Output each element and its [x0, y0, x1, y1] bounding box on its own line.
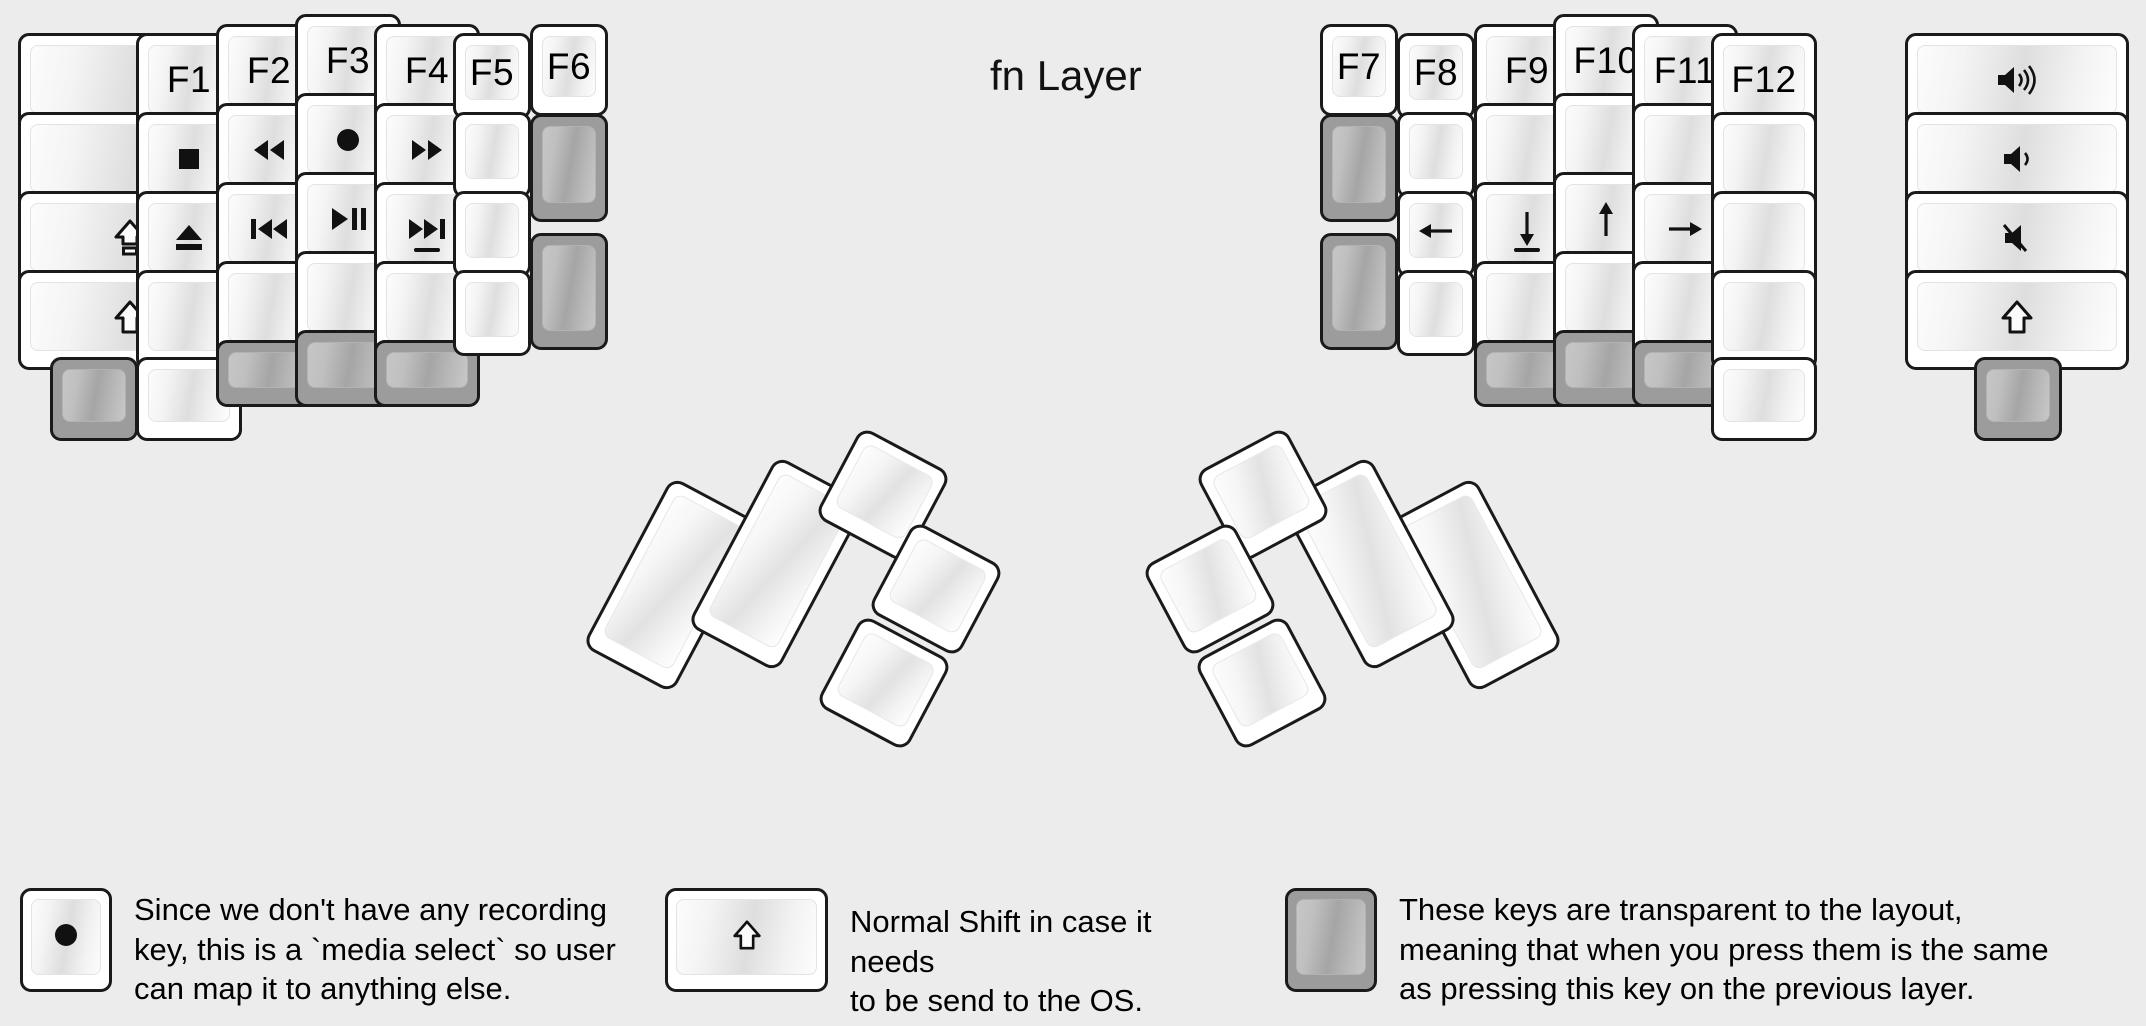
shift-icon: [732, 918, 762, 956]
keycap-surface: [386, 352, 468, 388]
keycap-surface: [1332, 245, 1386, 331]
arrow-up-icon: [1593, 199, 1619, 239]
keycap-surface: [1409, 124, 1463, 179]
note-media-select: Since we don't have any recording key, t…: [20, 888, 660, 1009]
keycap-surface: [1332, 126, 1386, 203]
media-play-pause-icon: [328, 205, 368, 233]
note-text: Since we don't have any recording key, t…: [134, 892, 616, 1007]
keycap-surface: [1409, 203, 1463, 258]
key-sublegend-underscore: [414, 248, 440, 252]
volume-up-icon: [1994, 63, 2040, 97]
keycap-surface: [676, 899, 817, 975]
right-key-r2c5[interactable]: [1711, 112, 1817, 212]
left-key-r4c5[interactable]: [453, 270, 531, 356]
key-legend: F8: [1413, 52, 1459, 93]
key-legend: F12: [1731, 59, 1797, 100]
media-rewind-icon: [250, 137, 288, 163]
note-text: Normal Shift in case it needs to be send…: [850, 904, 1152, 1019]
left-key-r2c5[interactable]: [453, 112, 531, 198]
media-fast-forward-icon: [408, 137, 446, 163]
key-legend: F1: [166, 59, 212, 100]
key-legend: F4: [404, 50, 450, 91]
right-key-r4c5[interactable]: [1711, 270, 1817, 370]
keycap-surface: F12: [1723, 45, 1805, 114]
keycap-surface: [1296, 899, 1366, 975]
keycap-surface: [1986, 369, 2050, 422]
keycap-surface: [1917, 124, 2117, 193]
left-key-r5c0-transparent[interactable]: [50, 357, 138, 441]
volume-down-icon: [2000, 142, 2034, 176]
keycap-surface: [886, 536, 989, 636]
media-prev-track-icon: [248, 216, 290, 242]
note-transparent-keys: These keys are transparent to the layout…: [1285, 888, 2135, 1009]
key-legend: F5: [469, 52, 515, 93]
arrow-right-icon: [1665, 216, 1705, 242]
keycap-surface: [62, 369, 126, 422]
key-legend: F11: [1653, 50, 1717, 91]
keycap-surface: [1917, 282, 2117, 351]
keycap-surface: F7: [1332, 36, 1386, 97]
note-swatch-shift-key: [665, 888, 828, 992]
keycap-surface: [465, 282, 519, 337]
page-title: fn Layer: [990, 52, 1142, 99]
key-legend: F10: [1573, 40, 1639, 81]
right-key-r3c0-transparent[interactable]: [1320, 233, 1398, 350]
right-key-r4c6-shift[interactable]: [1905, 270, 2129, 370]
keycap-surface: F6: [542, 36, 596, 97]
keycap-surface: [1723, 369, 1805, 422]
key-legend: F2: [246, 50, 292, 91]
keycap-surface: F10: [1565, 26, 1647, 95]
media-next-track-icon: [406, 216, 448, 242]
keycap-surface: [465, 203, 519, 258]
key-legend: F6: [546, 46, 592, 87]
keycap-surface: [1723, 282, 1805, 351]
arrow-left-icon: [1416, 218, 1456, 244]
left-key-r2c6-transparent[interactable]: [530, 114, 608, 222]
right-key-r2c1[interactable]: [1397, 112, 1475, 198]
key-legend: F9: [1504, 50, 1550, 91]
keycap-surface: [1917, 45, 2117, 114]
left-key-r1c6-f6[interactable]: F6: [530, 24, 608, 116]
keycap-surface: [1409, 282, 1463, 337]
right-key-r4c1[interactable]: [1397, 270, 1475, 356]
right-key-r1c1-f8[interactable]: F8: [1397, 33, 1475, 119]
keycap-surface: F2: [228, 36, 310, 105]
media-stop-icon: [175, 145, 203, 173]
shift-icon: [2000, 298, 2034, 336]
media-record-icon: [51, 920, 81, 954]
media-eject-icon: [172, 222, 206, 254]
media-record-icon: [333, 125, 363, 155]
right-key-r5c5[interactable]: [1711, 357, 1817, 441]
volume-mute-icon: [2000, 221, 2034, 255]
keycap-surface: [542, 126, 596, 203]
keycap-surface: [1209, 630, 1312, 730]
note-text: These keys are transparent to the layout…: [1399, 892, 2049, 1007]
keycap-surface: [31, 899, 101, 975]
note-swatch-record-key: [20, 888, 112, 992]
right-key-r3c1-arrow-left[interactable]: [1397, 191, 1475, 277]
arrow-down-icon: [1514, 209, 1540, 249]
note-swatch-transparent-key: [1285, 888, 1377, 992]
keycap-surface: [1917, 203, 2117, 272]
note-normal-shift: Normal Shift in case it needs to be send…: [665, 888, 1225, 1021]
keycap-surface: [1157, 536, 1260, 636]
keycap-surface: [1723, 203, 1805, 272]
keycap-surface: [834, 630, 937, 730]
right-key-r2c0-transparent[interactable]: [1320, 114, 1398, 222]
left-key-r1c5-f5[interactable]: F5: [453, 33, 531, 119]
keycap-surface: [465, 124, 519, 179]
key-legend: F7: [1336, 46, 1382, 87]
left-key-r3c5[interactable]: [453, 191, 531, 277]
keycap-surface: [1723, 124, 1805, 193]
keycap-surface: F5: [465, 45, 519, 100]
right-key-r1c0-f7[interactable]: F7: [1320, 24, 1398, 116]
keycap-surface: F8: [1409, 45, 1463, 100]
key-sublegend-underscore: [1514, 248, 1540, 252]
left-key-r3c6-transparent[interactable]: [530, 233, 608, 350]
key-legend: F3: [325, 40, 371, 81]
keycap-surface: [542, 245, 596, 331]
right-key-r5c6-transparent[interactable]: [1974, 357, 2062, 441]
